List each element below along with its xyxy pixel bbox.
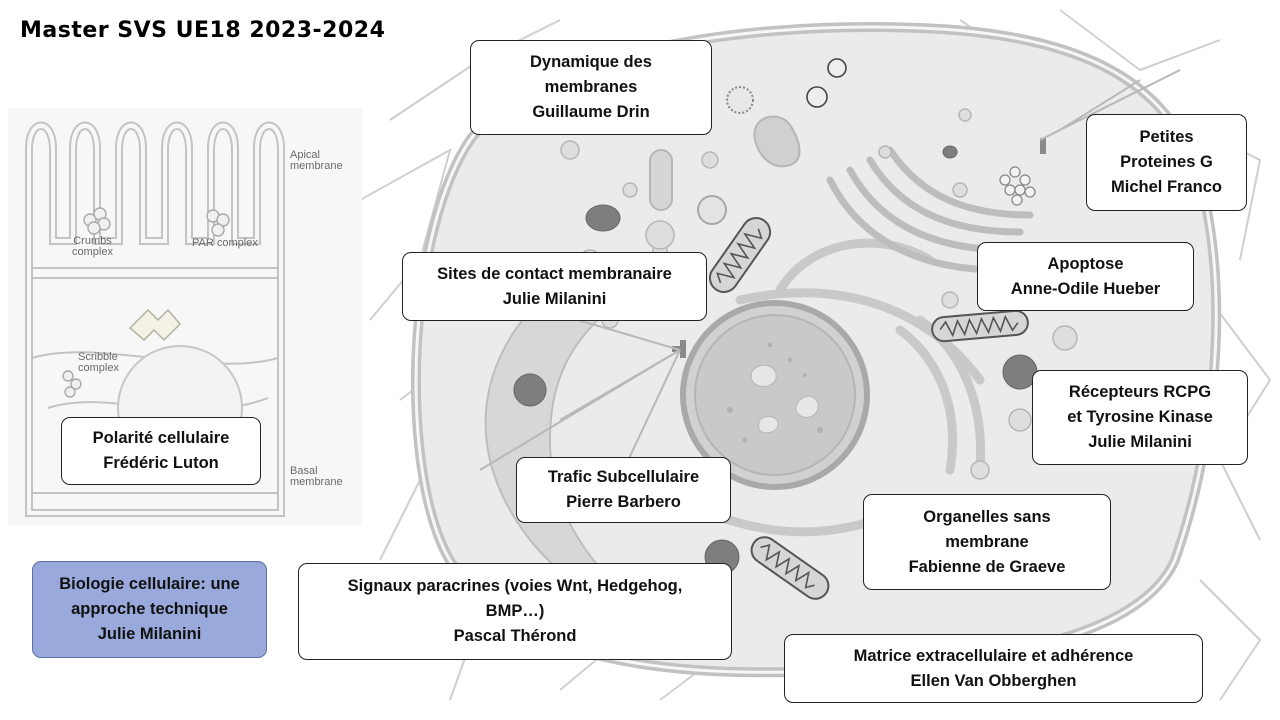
course-title-line2: membrane [945, 532, 1029, 551]
course-teacher: Guillaume Drin [532, 103, 650, 121]
course-teacher: Fabienne de Graeve [908, 557, 1066, 576]
course-teacher: Pierre Barbero [566, 493, 681, 511]
scribble-complex-label: Scribble complex [78, 351, 119, 374]
basal-membrane-label: Basal membrane [290, 465, 343, 488]
course-title-line2: BMP…) [485, 602, 545, 620]
course-sites-de-contact[interactable]: Sites de contact membranaire Julie Milan… [402, 252, 707, 321]
course-title-line2: membranes [544, 78, 638, 96]
course-biologie-cellulaire[interactable]: Biologie cellulaire: une approche techni… [32, 561, 267, 658]
course-title-line1: Matrice extracellulaire et adhérence [853, 646, 1134, 665]
course-title-line1: Signaux paracrines (voies Wnt, Hedgehog, [347, 577, 683, 595]
course-teacher: Julie Milanini [1088, 433, 1192, 451]
course-petites-proteines-g[interactable]: Petites Proteines G Michel Franco [1086, 114, 1247, 211]
course-title-line2: et Tyrosine Kinase [1067, 408, 1213, 426]
course-title-line1: Polarité cellulaire [92, 429, 230, 447]
course-teacher: Frédéric Luton [103, 454, 219, 472]
course-teacher: Michel Franco [1111, 178, 1222, 196]
course-teacher: Julie Milanini [97, 625, 202, 643]
course-trafic-subcellulaire[interactable]: Trafic Subcellulaire Pierre Barbero [516, 457, 731, 523]
par-complex-label: PAR complex [192, 237, 258, 249]
apical-membrane-label: Apical membrane [290, 149, 343, 172]
course-recepteurs-rcpg[interactable]: Récepteurs RCPG et Tyrosine Kinase Julie… [1032, 370, 1248, 465]
course-polarite-cellulaire[interactable]: Polarité cellulaire Frédéric Luton [61, 417, 261, 485]
course-dynamique-membranes[interactable]: Dynamique des membranes Guillaume Drin [470, 40, 712, 135]
course-teacher: Julie Milanini [502, 289, 607, 308]
course-signaux-paracrines[interactable]: Signaux paracrines (voies Wnt, Hedgehog,… [298, 563, 732, 660]
course-organelles-sans-membrane[interactable]: Organelles sans membrane Fabienne de Gra… [863, 494, 1111, 590]
crumbs-complex-label: Crumbs complex [72, 235, 113, 258]
course-matrice-extracellulaire[interactable]: Matrice extracellulaire et adhérence Ell… [784, 634, 1203, 703]
course-teacher: Ellen Van Obberghen [910, 671, 1077, 690]
course-title-line2: Proteines G [1120, 153, 1213, 171]
course-teacher: Pascal Thérond [453, 627, 577, 645]
course-apoptose[interactable]: Apoptose Anne-Odile Hueber [977, 242, 1194, 311]
course-title-line1: Trafic Subcellulaire [547, 468, 700, 486]
course-teacher: Anne-Odile Hueber [1010, 279, 1161, 298]
course-title-line1: Récepteurs RCPG [1068, 383, 1212, 401]
course-title-line1: Dynamique des [530, 53, 652, 71]
page-title: Master SVS UE18 2023-2024 [20, 18, 386, 43]
course-title-line1: Biologie cellulaire: une [59, 575, 240, 593]
course-title-line1: Sites de contact membranaire [437, 264, 672, 283]
course-title-line1: Petites [1139, 128, 1194, 146]
course-title-line2: approche technique [71, 600, 228, 618]
course-title-line1: Apoptose [1047, 254, 1124, 273]
course-title-line1: Organelles sans [923, 507, 1051, 526]
